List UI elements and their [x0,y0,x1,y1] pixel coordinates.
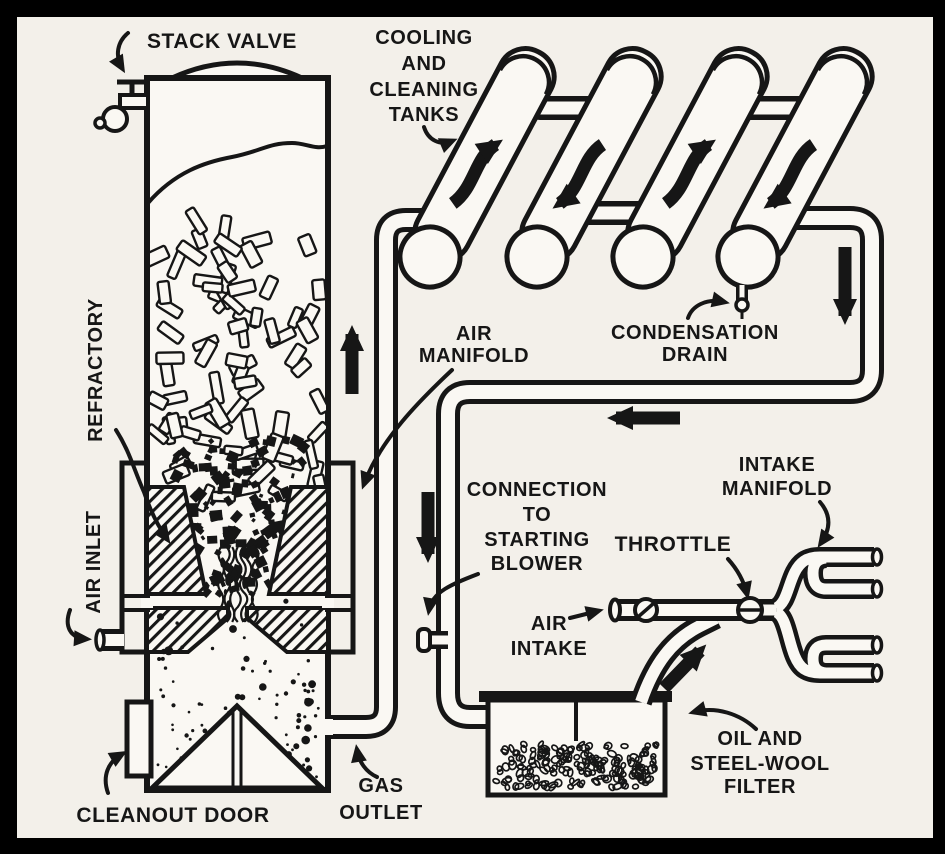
fuel-level-line [146,140,328,205]
tank-sump [715,224,781,290]
label-cleanout-door: CLEANOUT DOOR [76,804,269,827]
tank-sump [397,224,463,290]
flame [216,545,260,623]
label-blower-connection: CONNECTION [467,479,607,501]
tank-cap-line [605,53,659,96]
leader-oil-filter [688,701,758,731]
leader-gas-outlet [351,744,379,779]
tank-cap-line [816,53,870,96]
generator-column [93,60,356,793]
cooling-tank-3 [610,46,770,290]
flow-arrow-diagonal-icon [659,644,707,693]
tank-sump [504,224,570,290]
leader-air-manifold [360,368,454,490]
runner-end [870,547,884,567]
label-air-intake: AIR [531,613,567,635]
flow-arrow-down-icon [763,139,818,209]
condensation-drain-fitting [734,285,750,319]
runner-end [870,635,884,655]
gas-riser-pipe [322,208,422,739]
flow-arrow-up-icon [448,139,503,209]
label-blower-connection: STARTING [484,529,590,551]
tank-sump [610,224,676,290]
leader-air-inlet [65,608,92,647]
leader-refractory [114,428,171,544]
flow-arrow-up-icon [661,139,716,209]
label-cooling-tanks: CLEANING [369,79,478,101]
label-air-intake: INTAKE [511,638,588,660]
filter-outlet-pipe [630,608,721,706]
steel-wool [492,740,660,792]
label-air-manifold: MANIFOLD [419,345,529,367]
hearth-block-left [145,606,230,654]
label-condensation-drain: DRAIN [662,344,728,366]
label-gas-outlet: GAS [358,775,403,797]
hearth-block-right [245,606,330,654]
air-intake-mouth [608,597,622,623]
tank-cap-line [498,53,552,96]
air-jacket [119,460,356,655]
flow-arrow-down-icon [552,139,607,209]
generator-dome [170,60,304,81]
label-air-manifold: AIR [456,323,492,345]
runner-end [870,579,884,599]
choke-valve [633,597,659,623]
label-stack-valve: STACK VALVE [147,30,297,53]
leader-air-intake [568,606,604,622]
cleanout-door [124,699,154,779]
cooling-tank-4 [715,46,875,290]
label-refractory: REFRACTORY [85,298,107,442]
label-intake-manifold: MANIFOLD [722,478,832,500]
leader-blower-connection [423,572,480,616]
ash-cone [145,702,329,791]
label-oil-filter: STEEL-WOOL [690,753,829,775]
tank-cap-line [711,53,765,96]
label-oil-filter: FILTER [724,776,796,798]
filter-lid [479,691,672,702]
label-blower-connection: TO [523,504,552,526]
label-intake-manifold: INTAKE [739,454,816,476]
label-cooling-tanks: COOLING [375,27,473,49]
label-air-inlet: AIR INLET [83,510,105,613]
label-cooling-tanks: AND [401,53,446,75]
ash-cone-seam [231,708,243,788]
label-throttle: THROTTLE [615,533,732,556]
stack-valve [93,79,150,133]
label-blower-connection: BLOWER [491,553,583,575]
label-cooling-tanks: TANKS [389,104,459,126]
leader-cleanout-door [103,751,128,795]
leader-intake-manifold [817,500,835,548]
refractory-upper-left [145,485,209,596]
leader-cooling-tanks [422,125,458,153]
air-inlet-stub [94,628,124,652]
label-condensation-drain: CONDENSATION [611,322,779,344]
wood-chips [150,206,326,515]
leader-condensation-drain [686,291,730,320]
cooling-tank-1 [397,46,557,290]
cooling-tank-2 [504,46,664,290]
refractory-blocks [145,485,330,654]
intake-manifold [762,547,884,683]
leader-stack-valve [109,31,130,74]
filter-box [479,691,672,798]
refractory-upper-right [266,485,330,596]
blower-connection-fitting [416,627,448,653]
label-oil-filter: OIL AND [717,728,802,750]
throttle-valve [736,596,764,624]
leader-throttle [726,557,752,600]
label-gas-outlet: OUTLET [339,802,423,824]
descent-pipe [436,206,884,729]
runner-end [870,663,884,683]
